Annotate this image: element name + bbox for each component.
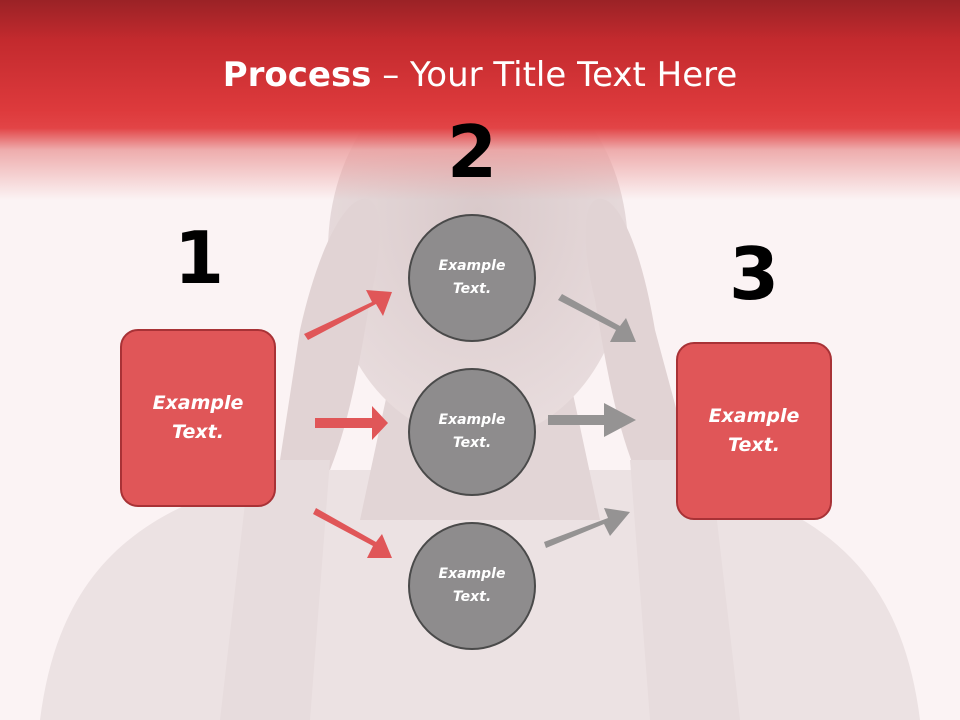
arrow-gray-right <box>548 403 636 437</box>
left-process-box: Example Text. <box>120 329 276 507</box>
slide-title: Process – Your Title Text Here <box>0 52 960 98</box>
right-process-box: Example Text. <box>676 342 832 520</box>
title-rest: – Your Title Text Here <box>371 55 738 95</box>
step-number-2: 2 <box>446 110 498 194</box>
circle-middle: Example Text. <box>408 368 536 496</box>
header-band <box>0 0 960 200</box>
arrow-red-right <box>315 406 388 440</box>
title-bold: Process <box>222 55 372 95</box>
circle-bottom-text: Example Text. <box>438 566 506 605</box>
circle-top: Example Text. <box>408 214 536 342</box>
circle-bottom: Example Text. <box>408 522 536 650</box>
circle-middle-text: Example Text. <box>438 412 506 451</box>
right-box-text: Example Text. <box>708 405 800 456</box>
arrow-gray-down <box>558 294 636 342</box>
step-number-3: 3 <box>728 232 780 316</box>
circle-top-text: Example Text. <box>438 258 506 297</box>
left-box-text: Example Text. <box>152 392 244 443</box>
arrow-red-down <box>313 508 392 558</box>
arrow-gray-up <box>544 508 630 548</box>
step-number-1: 1 <box>173 216 225 300</box>
arrow-red-up <box>304 290 392 340</box>
